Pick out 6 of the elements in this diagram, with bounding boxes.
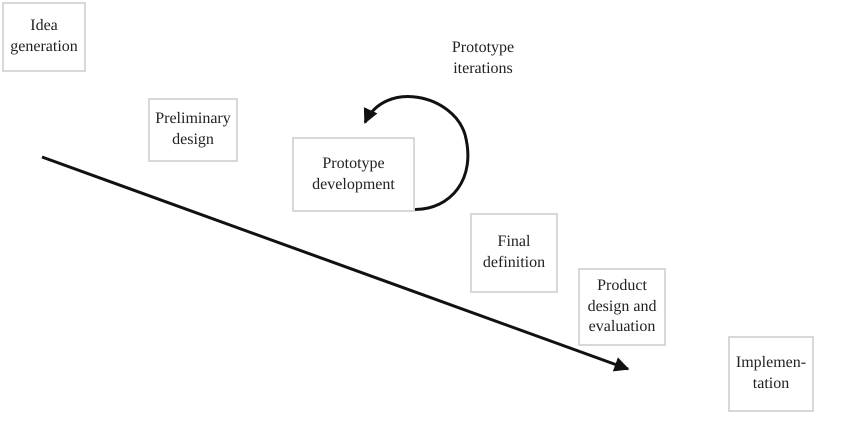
process-box: Preliminary design xyxy=(148,98,238,162)
process-box: Implemen-tation xyxy=(728,336,814,412)
process-box: Final definition xyxy=(470,213,558,293)
process-box: Product design and evaluation xyxy=(578,268,666,346)
process-box: Idea generation xyxy=(2,2,86,72)
process-box: Prototype development xyxy=(292,137,415,212)
